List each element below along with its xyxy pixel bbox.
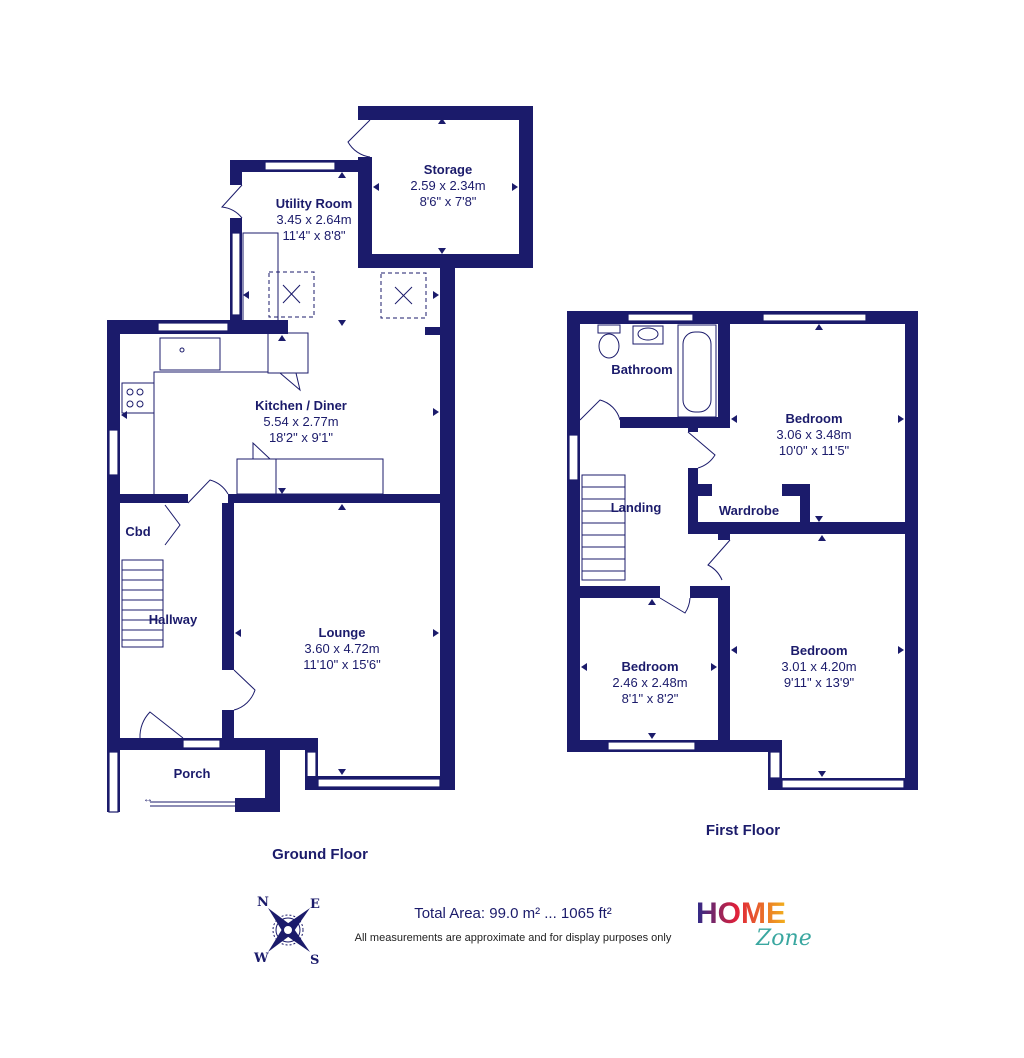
room-bedroom-2: Bedroom 2.46 x 2.48m 8'1" x 8'2" [612, 659, 687, 707]
ground-floor-fixtures: ↔ [121, 119, 427, 807]
room-name: Kitchen / Diner [255, 398, 347, 413]
first-floor-walls [567, 311, 918, 790]
room-name: Lounge [318, 625, 366, 640]
room-imperial: 11'4" x 8'8" [282, 228, 346, 243]
room-name: Utility Room [275, 196, 353, 211]
first-floor-arrows [581, 324, 904, 777]
room-metric: 3.45 x 2.64m [276, 212, 352, 227]
room-metric: 2.46 x 2.48m [612, 675, 688, 690]
room-kitchen-diner: Kitchen / Diner 5.54 x 2.77m 18'2" x 9'1… [255, 398, 347, 446]
room-name: Cbd [125, 524, 151, 539]
ground-floor-title: Ground Floor [272, 846, 368, 863]
room-bathroom: Bathroom [611, 362, 672, 378]
room-wardrobe: Wardrobe [719, 503, 779, 519]
ground-floor-walls [107, 106, 533, 813]
room-porch: Porch [174, 766, 211, 782]
dimension-arrows [121, 118, 518, 775]
compass-n: N [257, 895, 269, 910]
room-landing: Landing [611, 500, 662, 516]
room-bedroom-1: Bedroom 3.06 x 3.48m 10'0" x 11'5" [776, 411, 851, 459]
room-utility: Utility Room 3.45 x 2.64m 11'4" x 8'8" [276, 196, 353, 244]
room-metric: 3.60 x 4.72m [304, 641, 380, 656]
room-metric: 3.06 x 3.48m [776, 427, 852, 442]
first-floor-title: First Floor [705, 822, 781, 839]
room-imperial: 8'1" x 8'2" [621, 691, 679, 706]
total-area: Total Area: 99.0 m² ... 1065 ft² [414, 905, 612, 922]
home-zone-logo: HOME Zone [694, 893, 816, 953]
first-floor-fixtures [579, 324, 731, 614]
room-name: Storage [423, 162, 473, 177]
room-name: Hallway [148, 612, 198, 627]
stairs-icon [581, 474, 626, 581]
room-name: Porch [173, 766, 211, 781]
room-imperial: 9'11" x 13'9" [783, 675, 855, 690]
disclaimer: All measurements are approximate and for… [354, 932, 672, 944]
room-name: Landing [610, 500, 662, 515]
room-lounge: Lounge 3.60 x 4.72m 11'10" x 15'6" [303, 625, 381, 673]
room-metric: 3.01 x 4.20m [781, 659, 857, 674]
stairs-icon [121, 559, 164, 648]
room-storage: Storage 2.59 x 2.34m 8'6" x 7'8" [410, 162, 485, 210]
room-imperial: 18'2" x 9'1" [268, 430, 334, 445]
svg-text:Zone: Zone [755, 926, 812, 951]
room-imperial: 11'10" x 15'6" [303, 657, 381, 672]
svg-text:HOME: HOME [696, 897, 786, 930]
room-cbd: Cbd [125, 524, 150, 540]
compass-icon: N E W S [250, 892, 326, 973]
room-bedroom-3: Bedroom 3.01 x 4.20m 9'11" x 13'9" [781, 643, 856, 691]
compass-s: S [310, 953, 319, 968]
room-metric: 2.59 x 2.34m [410, 178, 486, 193]
svg-text:↔: ↔ [143, 794, 153, 805]
room-name: Bedroom [621, 659, 679, 674]
room-name: Wardrobe [718, 503, 780, 518]
compass-e: E [310, 897, 320, 912]
room-name: Bathroom [611, 362, 673, 377]
room-name: Bedroom [785, 411, 843, 426]
room-imperial: 8'6" x 7'8" [419, 194, 477, 209]
compass-w: W [253, 951, 269, 966]
room-imperial: 10'0" x 11'5" [778, 443, 850, 458]
room-name: Bedroom [790, 643, 848, 658]
room-hallway: Hallway [149, 612, 197, 628]
room-metric: 5.54 x 2.77m [263, 414, 339, 429]
